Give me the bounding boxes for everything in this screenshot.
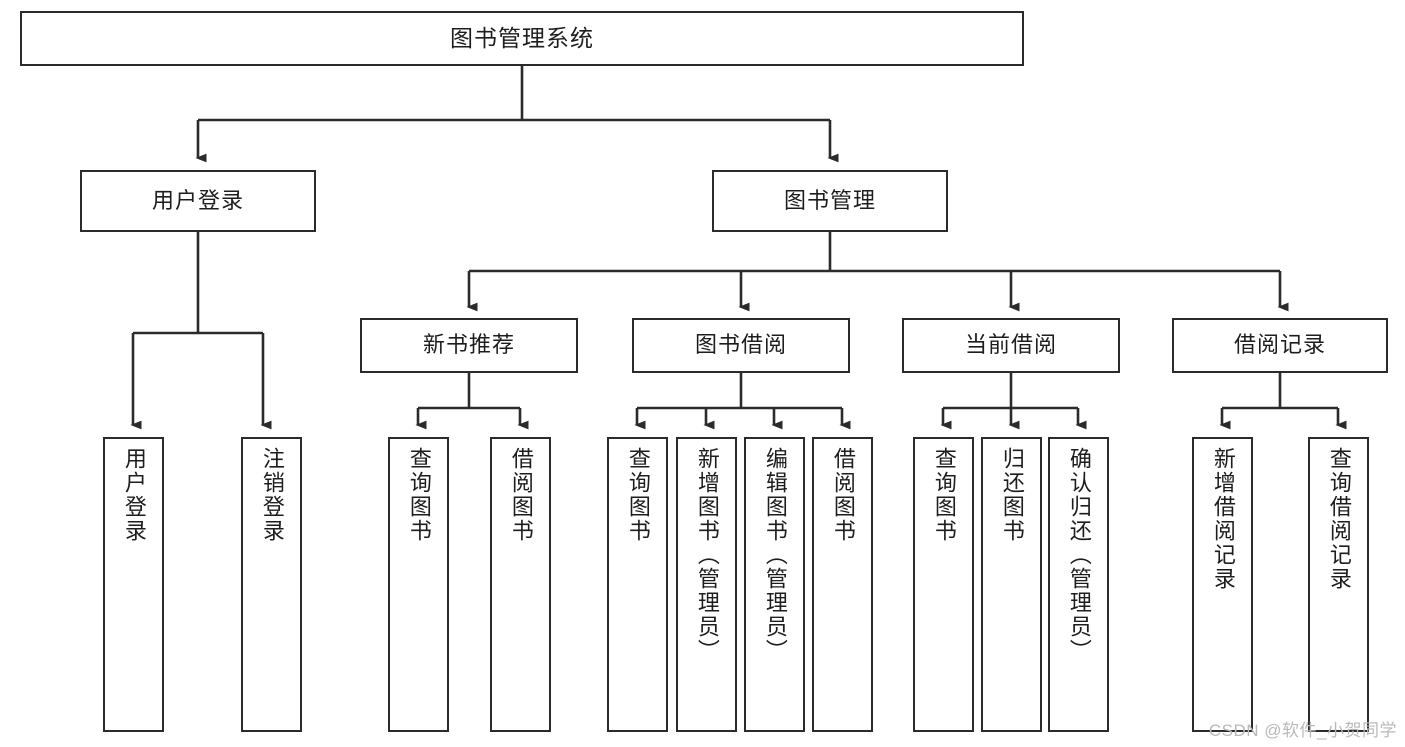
leaf-label: 新增图书（管理员） bbox=[694, 447, 720, 663]
node-label: 新书推荐 bbox=[422, 332, 515, 358]
leaf-label: 查询图书 bbox=[931, 447, 957, 543]
node-label: 当前借阅 bbox=[964, 332, 1057, 358]
leaf-current-borrow-query-book[interactable]: 查询图书 bbox=[913, 437, 974, 732]
leaf-book-borrow-edit-book-admin[interactable]: 编辑图书（管理员） bbox=[744, 437, 805, 732]
node-root-book-management-system[interactable]: 图书管理系统 bbox=[20, 11, 1024, 66]
node-label: 图书管理 bbox=[783, 187, 876, 213]
watermark-text: CSDN @软件_小贺同学 bbox=[1208, 721, 1397, 740]
leaf-user-login-login[interactable]: 用户登录 bbox=[103, 437, 164, 732]
node-book-management[interactable]: 图书管理 bbox=[712, 170, 948, 232]
leaf-book-borrow-borrow-book[interactable]: 借阅图书 bbox=[812, 437, 873, 732]
node-label: 图书管理系统 bbox=[450, 24, 594, 51]
leaf-current-borrow-confirm-return-admin[interactable]: 确认归还（管理员） bbox=[1048, 437, 1109, 732]
leaf-label: 查询图书 bbox=[625, 447, 651, 543]
leaf-label: 确认归还（管理员） bbox=[1066, 447, 1092, 663]
leaf-new-book-borrow-book[interactable]: 借阅图书 bbox=[490, 437, 551, 732]
leaf-label: 新增借阅记录 bbox=[1210, 447, 1236, 591]
node-user-login[interactable]: 用户登录 bbox=[80, 170, 316, 232]
node-label: 用户登录 bbox=[151, 187, 244, 213]
leaf-label: 查询图书 bbox=[406, 447, 432, 543]
leaf-new-book-query-book[interactable]: 查询图书 bbox=[388, 437, 449, 732]
node-borrow-record[interactable]: 借阅记录 bbox=[1172, 318, 1388, 373]
node-book-borrow[interactable]: 图书借阅 bbox=[632, 318, 850, 373]
leaf-user-login-logout[interactable]: 注销登录 bbox=[241, 437, 302, 732]
leaf-book-borrow-add-book-admin[interactable]: 新增图书（管理员） bbox=[676, 437, 737, 732]
leaf-borrow-record-query-record[interactable]: 查询借阅记录 bbox=[1308, 437, 1369, 732]
node-current-borrow[interactable]: 当前借阅 bbox=[902, 318, 1120, 373]
node-new-book-recommend[interactable]: 新书推荐 bbox=[360, 318, 578, 373]
leaf-current-borrow-return-book[interactable]: 归还图书 bbox=[981, 437, 1042, 732]
leaf-label: 用户登录 bbox=[121, 447, 147, 543]
leaf-book-borrow-query-book[interactable]: 查询图书 bbox=[607, 437, 668, 732]
leaf-label: 归还图书 bbox=[999, 447, 1025, 543]
leaf-label: 注销登录 bbox=[259, 447, 285, 543]
leaf-label: 编辑图书（管理员） bbox=[762, 447, 788, 663]
leaf-label: 查询借阅记录 bbox=[1326, 447, 1352, 591]
node-label: 借阅记录 bbox=[1233, 332, 1326, 358]
leaf-borrow-record-add-record[interactable]: 新增借阅记录 bbox=[1192, 437, 1253, 732]
leaf-label: 借阅图书 bbox=[830, 447, 856, 543]
leaf-label: 借阅图书 bbox=[508, 447, 534, 543]
node-label: 图书借阅 bbox=[694, 332, 787, 358]
